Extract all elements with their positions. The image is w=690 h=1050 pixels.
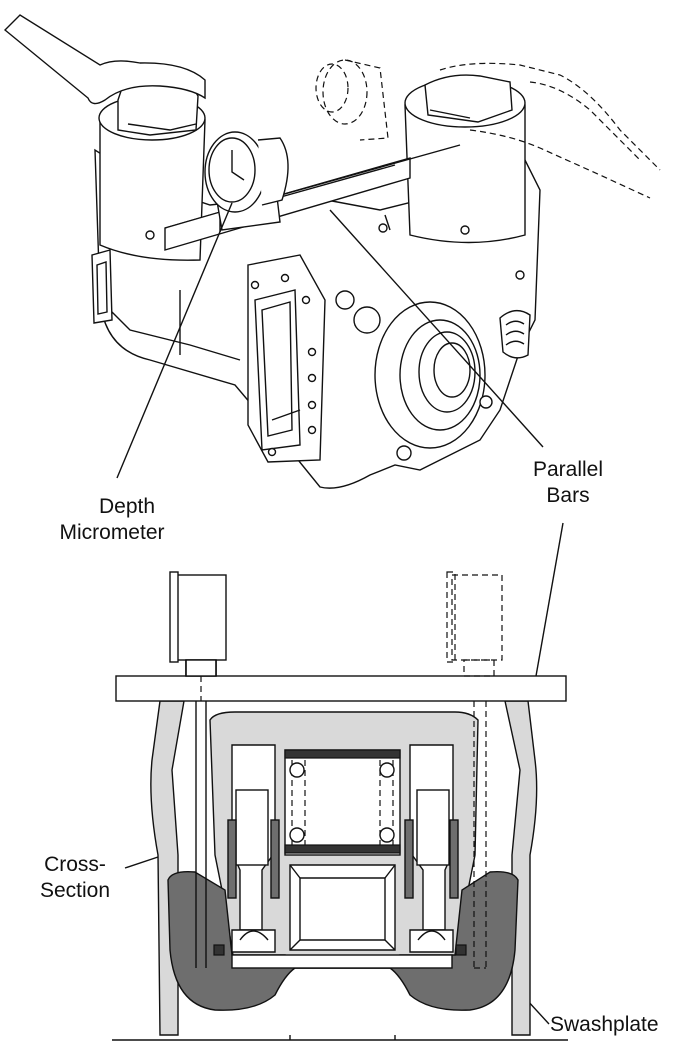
parallel-bars-line-1: Parallel (532, 458, 604, 481)
parallel-bars-label: Parallel Bars (528, 457, 608, 509)
cross-section-line-2: Section (39, 879, 111, 902)
cross-section-drawing (112, 571, 568, 1041)
cross-section-line-1: Cross- (44, 853, 106, 876)
pump-housing-3d (3, 14, 661, 489)
parallel-bars-line-2: Bars (546, 484, 590, 507)
depth-micrometer-line-1: Depth (98, 495, 156, 518)
swashplate-label: Swashplate (550, 1013, 659, 1036)
cross-section-label: Cross- Section (30, 852, 120, 904)
depth-micrometer-label: Depth Micrometer (59, 494, 170, 546)
depth-micrometer-line-2: Micrometer (59, 521, 165, 544)
